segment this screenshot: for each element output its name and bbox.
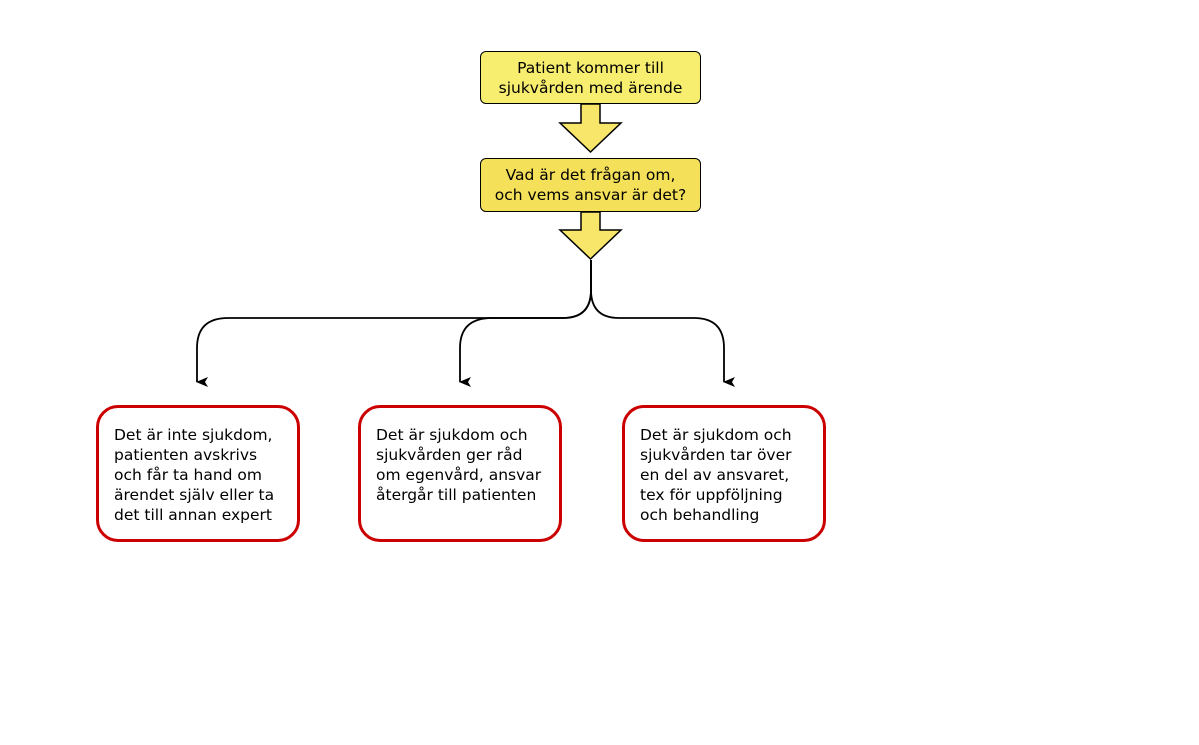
outcome-middle-line: sjukvården ger råd <box>376 446 523 464</box>
block-arrow-start-to-question <box>558 103 623 154</box>
connector-to-left-outcome <box>196 260 592 387</box>
question-node-line: och vems ansvar är det? <box>494 186 687 204</box>
start-node-line: sjukvården med ärende <box>498 78 683 97</box>
question-node: Vad är det frågan om, och vems ansvar är… <box>480 158 701 212</box>
outcome-middle: Det är sjukdom och sjukvården ger råd om… <box>358 405 562 542</box>
outcome-right: Det är sjukdom och sjukvården tar över e… <box>622 405 826 542</box>
start-node: Patient kommer till sjukvården med ärend… <box>480 51 701 104</box>
question-node-line: Vad är det frågan om, <box>505 166 676 184</box>
outcome-right-line: sjukvården tar över <box>640 446 792 464</box>
block-arrow-question-to-branches <box>558 211 623 261</box>
outcome-left-line: och får ta hand om <box>114 466 263 484</box>
outcome-right-line: och behandling <box>640 506 760 524</box>
outcome-middle-line: om egenvård, ansvar <box>376 466 542 484</box>
outcome-middle-line: Det är sjukdom och <box>376 426 528 444</box>
outcome-left-line: det till annan expert <box>114 506 272 524</box>
outcome-right-line: tex för uppföljning <box>640 486 783 504</box>
start-node-line: Patient kommer till <box>517 58 664 77</box>
outcome-right-line: Det är sjukdom och <box>640 426 792 444</box>
outcome-right-line: en del av ansvaret, <box>640 466 790 484</box>
outcome-left-line: ärendet själv eller ta <box>114 486 275 504</box>
outcome-middle-line: återgår till patienten <box>376 486 537 504</box>
outcome-left: Det är inte sjukdom, patienten avskrivs … <box>96 405 300 542</box>
connector-to-right-outcome <box>590 260 735 387</box>
connector-to-middle-outcome <box>459 260 592 387</box>
outcome-left-line: patienten avskrivs <box>114 446 258 464</box>
outcome-left-line: Det är inte sjukdom, <box>114 426 273 444</box>
